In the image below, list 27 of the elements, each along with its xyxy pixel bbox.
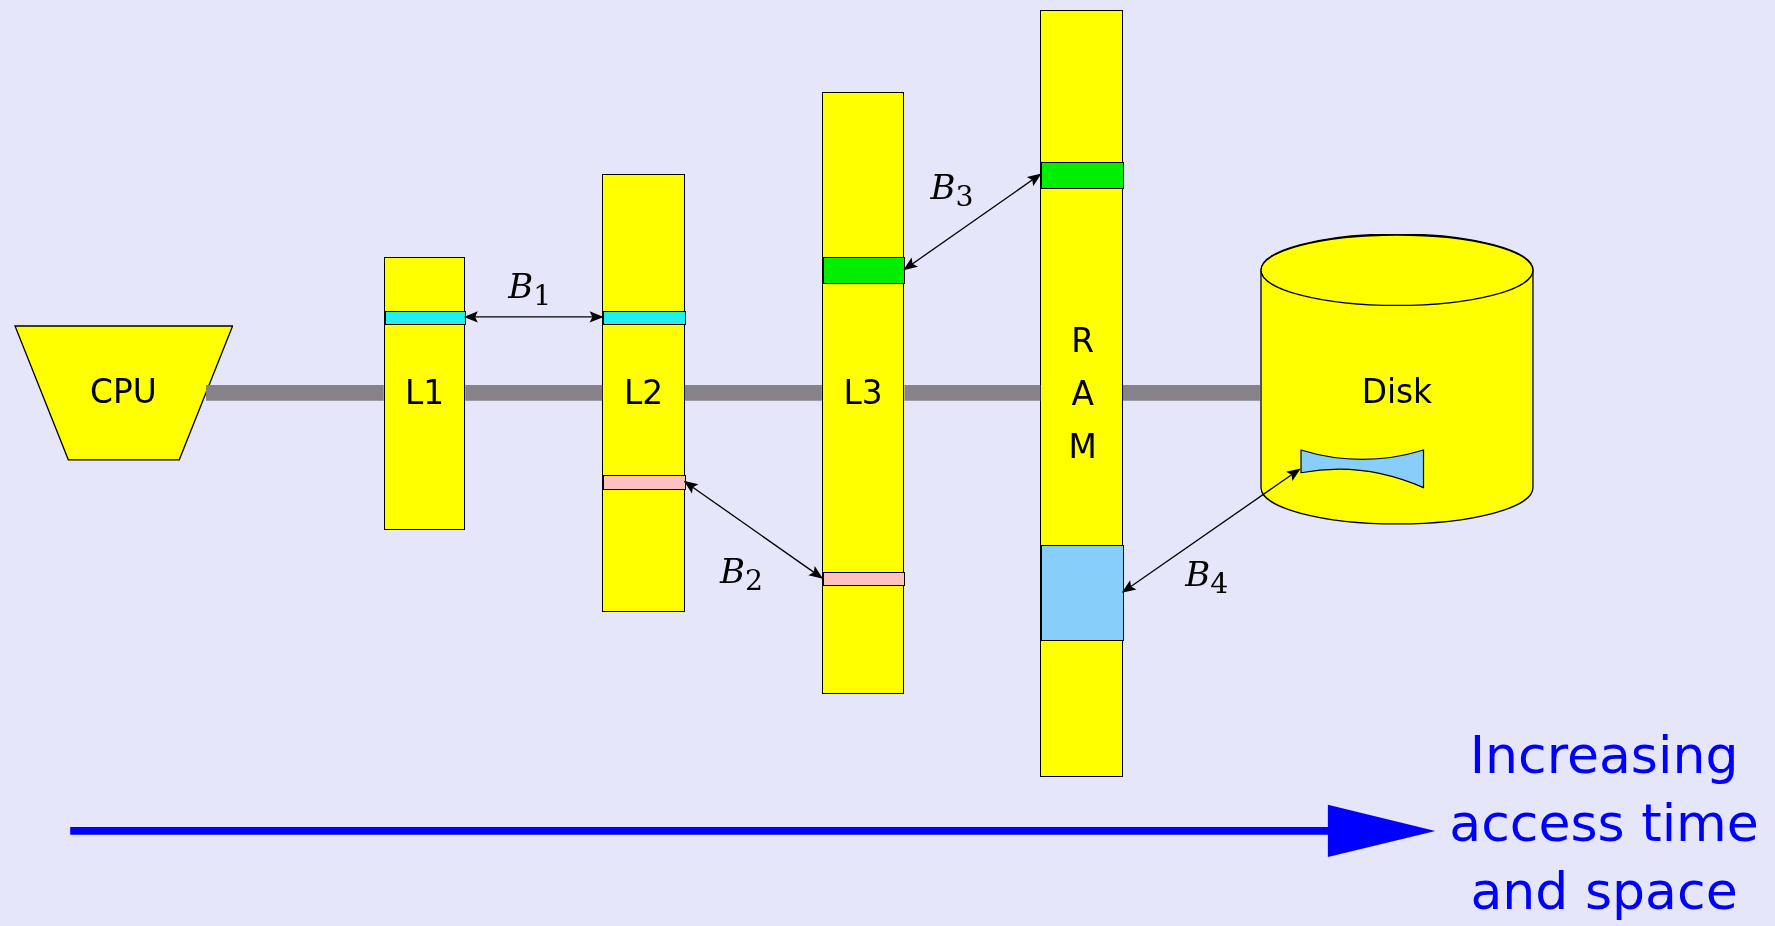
- node-label: Disk: [1360, 372, 1434, 414]
- node-label: CPU: [89, 372, 158, 414]
- cache-line-stripe: [603, 311, 686, 325]
- cache-line-stripe: [822, 256, 906, 284]
- cache-line-stripe: [1041, 161, 1124, 189]
- cache-bar: [821, 91, 905, 694]
- double-arrow: [683, 480, 823, 579]
- axis-note: Increasing access time and space: [1448, 724, 1760, 924]
- node-label: R A M: [1067, 320, 1098, 468]
- node-label: L3: [842, 373, 884, 415]
- cache-bar: [383, 256, 466, 530]
- double-arrow: [1121, 468, 1301, 593]
- bus-line: [1122, 384, 1260, 401]
- node-label: L1: [403, 373, 446, 415]
- bus-line: [206, 384, 384, 401]
- cache-line-stripe: [603, 475, 686, 490]
- double-arrow: [463, 311, 604, 323]
- node-label: L2: [622, 373, 665, 415]
- memory-bar: [1040, 10, 1123, 777]
- cache-line-stripe: [822, 571, 906, 587]
- double-arrow: [903, 173, 1042, 271]
- cache-line-stripe: [384, 311, 467, 325]
- cache-line-stripe: [1041, 545, 1124, 641]
- bus-line: [684, 384, 822, 401]
- bus-line: [904, 384, 1041, 401]
- cache-bar: [602, 174, 685, 613]
- bus-line: [465, 384, 603, 401]
